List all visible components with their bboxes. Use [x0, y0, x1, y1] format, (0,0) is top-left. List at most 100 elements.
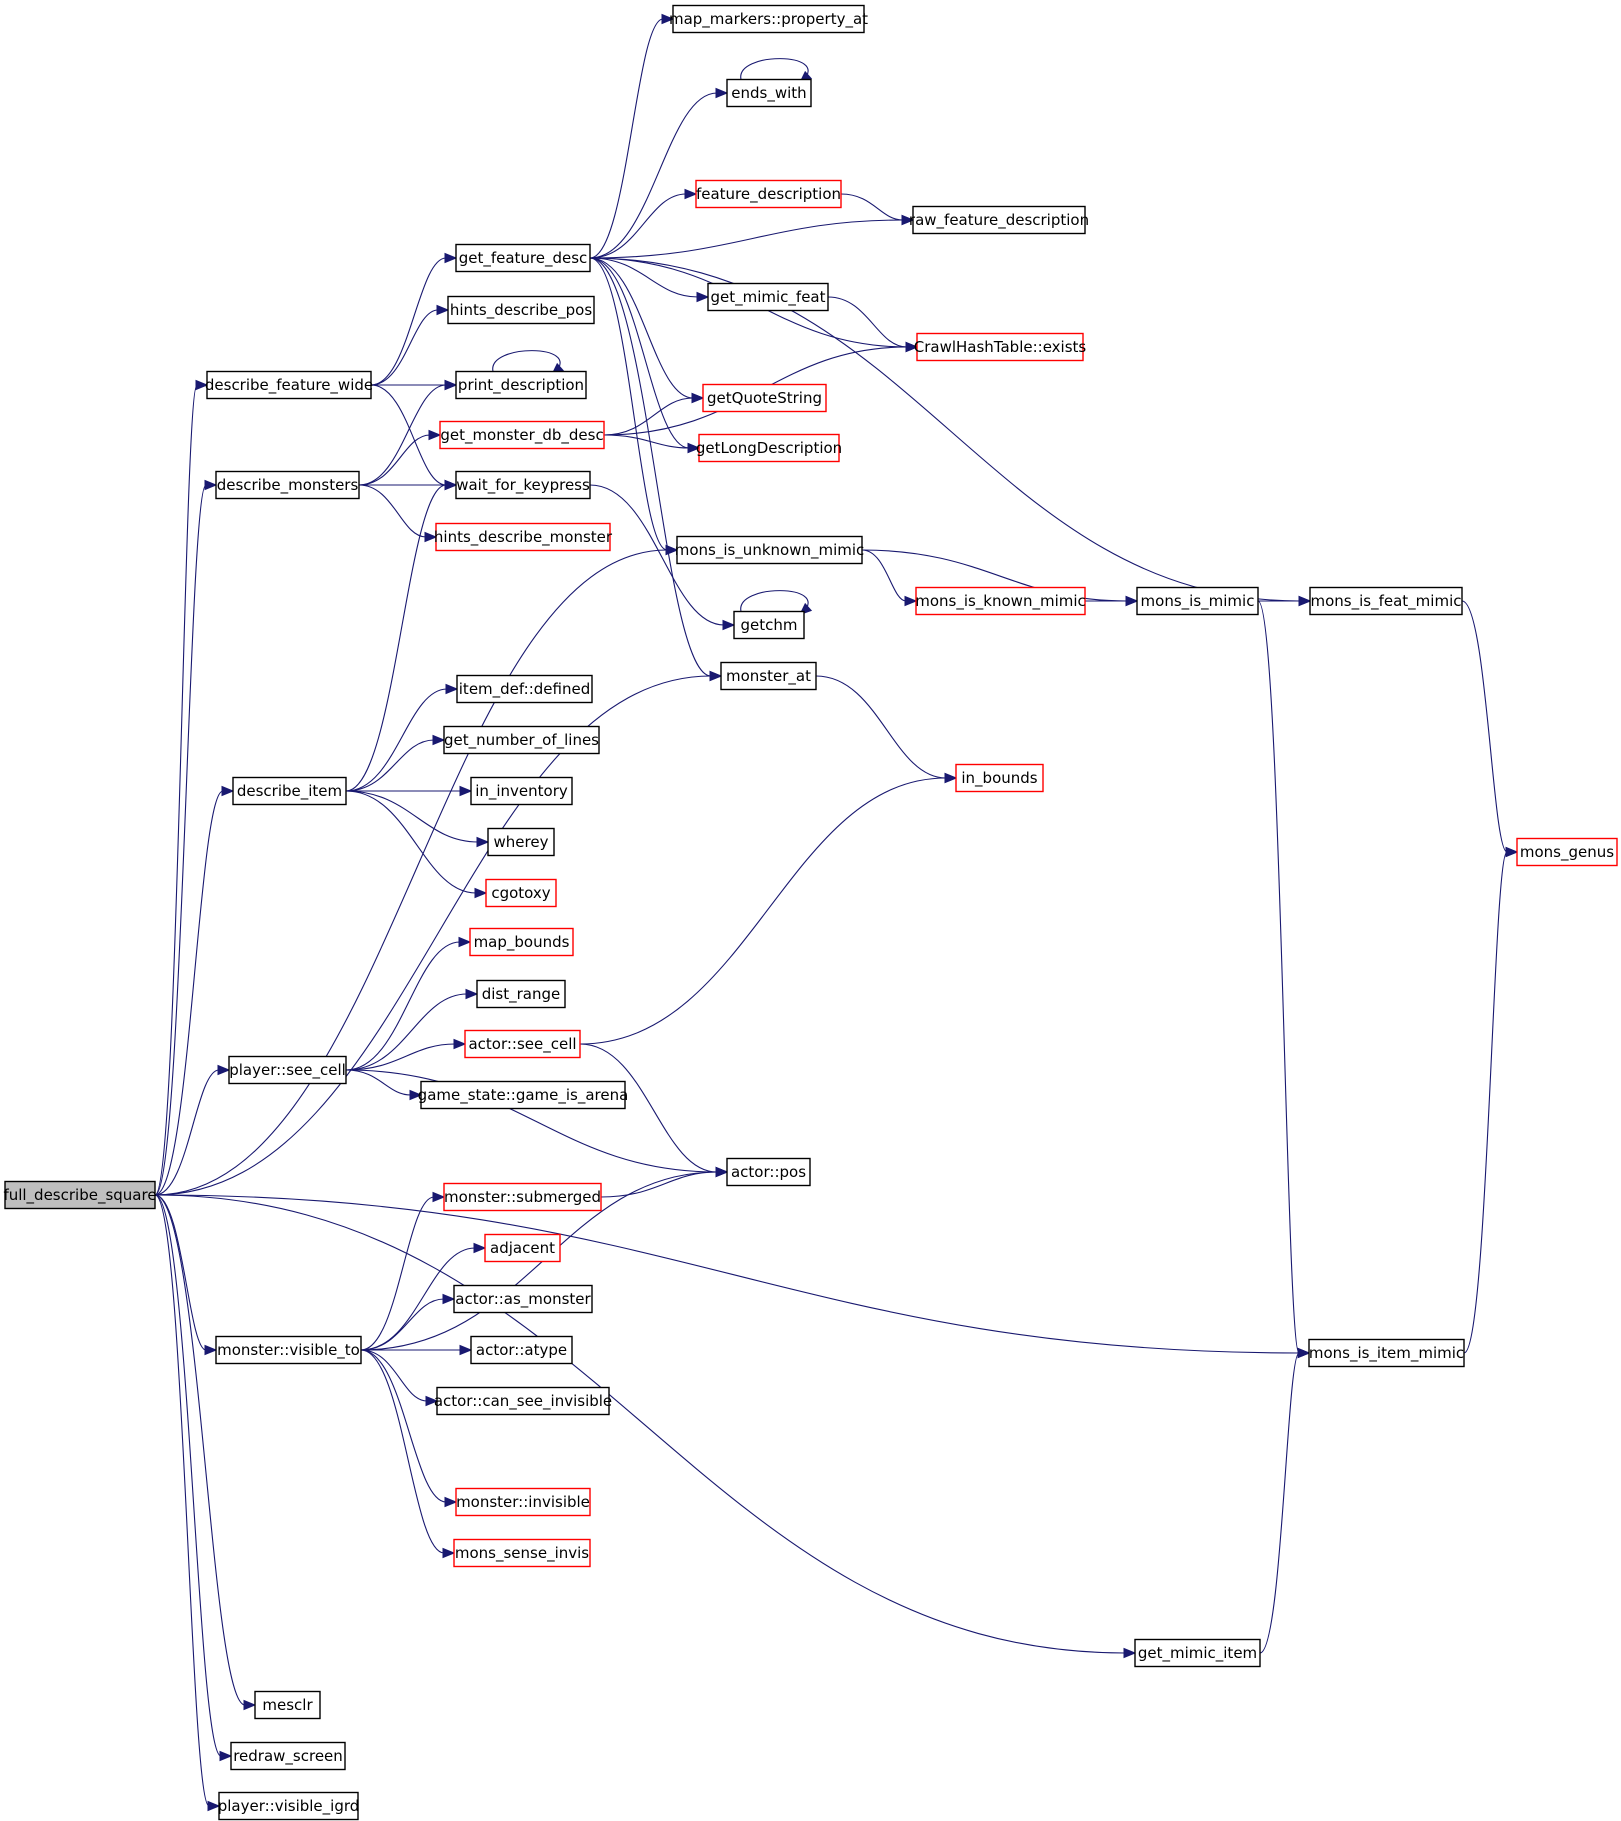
node-cgotoxy[interactable]: cgotoxy: [485, 878, 557, 908]
node-wherey[interactable]: wherey: [487, 827, 555, 857]
node-describe-item[interactable]: describe_item: [232, 776, 347, 806]
node-full-describe-square[interactable]: full_describe_square: [3, 1180, 157, 1210]
node-in-bounds[interactable]: in_bounds: [955, 763, 1044, 793]
node-actor-see-cell[interactable]: actor::see_cell: [464, 1029, 581, 1059]
edge-arrowhead: [474, 887, 488, 899]
node-actor-pos[interactable]: actor::pos: [726, 1157, 811, 1187]
edge-get_mimic_feat-to-crawlhashtable_exists: [827, 296, 919, 353]
node-box: [487, 827, 555, 857]
edge-actor_see_cell-to-in_bounds: [579, 772, 958, 1045]
edge-line: [370, 257, 447, 386]
node-get-mimic-item[interactable]: get_mimic_item: [1134, 1638, 1261, 1668]
node-describe-monsters[interactable]: describe_monsters: [215, 470, 360, 500]
node-monster-visible-to[interactable]: monster::visible_to: [215, 1335, 362, 1365]
edge-wait_for_keypress-to-getchm: [589, 484, 736, 631]
node-player-see-cell[interactable]: player::see_cell: [228, 1055, 347, 1085]
edge-line: [154, 1194, 246, 1706]
node-getquotestring[interactable]: getQuoteString: [702, 383, 827, 413]
edge-monster_visible_to-to-monster_invisible: [360, 1349, 458, 1508]
edge-player_see_cell-to-dist_range: [345, 988, 479, 1071]
node-adjacent[interactable]: adjacent: [484, 1233, 561, 1263]
node-mons-is-unknown-mimic[interactable]: mons_is_unknown_mimic: [675, 535, 865, 565]
edge-line: [345, 688, 448, 792]
edge-line: [370, 309, 439, 386]
node-mons-is-item-mimic[interactable]: mons_is_item_mimic: [1308, 1338, 1465, 1368]
edge-full_describe_square-to-redraw_screen: [154, 1194, 233, 1762]
node-getlongdescription[interactable]: getLongDescription: [696, 433, 842, 463]
node-label: actor::can_see_invisible: [434, 1392, 612, 1411]
node-describe-feature-wide[interactable]: describe_feature_wide: [205, 370, 373, 400]
node-mons-is-mimic[interactable]: mons_is_mimic: [1136, 586, 1259, 616]
node-raw-feature-description[interactable]: raw_feature_description: [909, 205, 1089, 235]
edge-arrowhead: [1123, 1647, 1137, 1659]
node-print-description[interactable]: print_description: [455, 370, 587, 400]
node-crawlhashtable-exists[interactable]: CrawlHashTable::exists: [914, 332, 1087, 362]
edge-line: [154, 484, 207, 1196]
edge-line: [603, 434, 690, 449]
node-box: [455, 1487, 591, 1517]
node-label: ends_with: [731, 84, 806, 103]
node-label: player::see_cell: [229, 1061, 346, 1080]
node-box: [453, 1538, 591, 1568]
node-map-bounds[interactable]: map_bounds: [469, 927, 574, 957]
edge-line: [1257, 600, 1300, 1354]
node-label: map_bounds: [474, 933, 570, 952]
node-in-inventory[interactable]: in_inventory: [470, 776, 573, 806]
node-hints-describe-pos[interactable]: hints_describe_pos: [447, 295, 595, 325]
node-label: mons_is_mimic: [1141, 592, 1255, 611]
node-box: [485, 878, 557, 908]
node-get-feature-desc[interactable]: get_feature_desc: [455, 243, 591, 273]
edge-full_describe_square-to-player_visible_igrd: [154, 1194, 221, 1812]
node-box: [470, 776, 573, 806]
edge-arrowhead: [473, 1242, 487, 1254]
edge-line: [1259, 1352, 1300, 1654]
edge-arrowhead: [453, 1038, 467, 1050]
node-mons-is-feat-mimic[interactable]: mons_is_feat_mimic: [1309, 586, 1463, 616]
edge-arrowhead: [722, 619, 736, 631]
edge-line: [154, 1069, 220, 1196]
node-actor-can-see-invisible[interactable]: actor::can_see_invisible: [434, 1386, 612, 1416]
node-get-number-of-lines[interactable]: get_number_of_lines: [443, 725, 600, 755]
edge-describe_item-to-wherey: [345, 790, 490, 848]
node-monster-invisible[interactable]: monster::invisible: [455, 1487, 591, 1517]
node-dist-range[interactable]: dist_range: [476, 979, 566, 1009]
node-mons-is-known-mimic[interactable]: mons_is_known_mimic: [915, 586, 1086, 616]
node-actor-atype[interactable]: actor::atype: [470, 1335, 573, 1365]
edge-line: [345, 1043, 456, 1071]
node-get-monster-db-desc[interactable]: get_monster_db_desc: [439, 420, 605, 450]
node-monster-at[interactable]: monster_at: [720, 661, 817, 691]
edge-line: [740, 590, 809, 613]
edge-line: [603, 397, 694, 436]
node-item-def-defined[interactable]: item_def::defined: [456, 674, 593, 704]
node-actor-as-monster[interactable]: actor::as_monster: [453, 1284, 593, 1314]
node-player-visible-igrd[interactable]: player::visible_igrd: [218, 1791, 360, 1821]
node-box: [726, 78, 812, 108]
node-ends-with[interactable]: ends_with: [726, 78, 812, 108]
node-map-markers-property-at[interactable]: map_markers::property_at: [669, 4, 868, 34]
edge-arrowhead: [691, 392, 705, 404]
node-get-mimic-feat[interactable]: get_mimic_feat: [707, 282, 829, 312]
node-redraw-screen[interactable]: redraw_screen: [230, 1741, 346, 1771]
edge-arrowhead: [476, 836, 490, 848]
node-label: get_mimic_feat: [710, 288, 825, 307]
edge-arrowhead: [904, 595, 918, 607]
node-mons-genus[interactable]: mons_genus: [1516, 837, 1618, 867]
edge-line: [815, 675, 947, 779]
node-box: [455, 470, 591, 500]
node-monster-submerged[interactable]: monster::submerged: [443, 1182, 602, 1212]
node-game-state-game-is-arena[interactable]: game_state::game_is_arena: [418, 1080, 629, 1110]
node-box: [1516, 837, 1618, 867]
node-box: [464, 1029, 581, 1059]
node-getchm[interactable]: getchm: [733, 610, 805, 640]
node-feature-description[interactable]: feature_description: [695, 179, 842, 209]
node-hints-describe-monster[interactable]: hints_describe_monster: [434, 522, 613, 552]
edge-line: [345, 941, 461, 1071]
edge-full_describe_square-to-mesclr: [154, 1194, 257, 1711]
node-label: full_describe_square: [3, 1186, 156, 1205]
node-wait-for-keypress[interactable]: wait_for_keypress: [455, 470, 591, 500]
edge-arrowhead: [1125, 595, 1139, 607]
edge-feature_description-to-raw_feature_description: [840, 193, 915, 226]
node-mesclr[interactable]: mesclr: [254, 1690, 321, 1720]
node-mons-sense-invis[interactable]: mons_sense_invis: [453, 1538, 591, 1568]
